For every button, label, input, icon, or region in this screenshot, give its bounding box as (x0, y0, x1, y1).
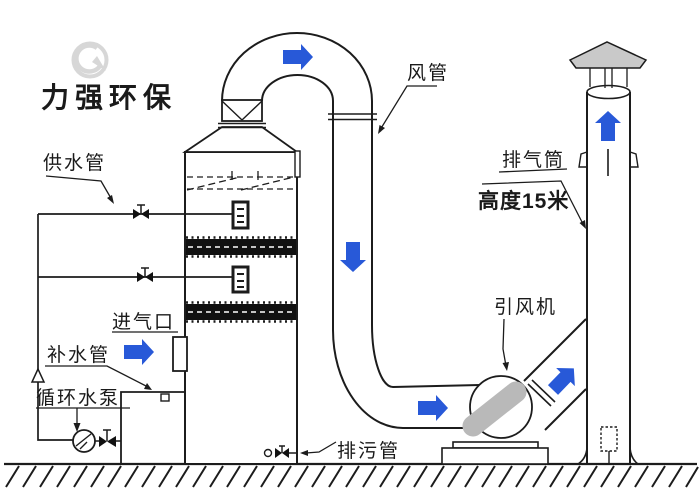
flow-arrow-air-inlet-icon (124, 339, 154, 365)
labels: 供水管 进气口 补水管 循环水泵 排污管 风管 引风机 排气筒 高度15米 (36, 62, 569, 462)
demister-section (186, 171, 295, 191)
leader-air-duct (379, 85, 437, 131)
ground (4, 462, 699, 488)
leader-stack-height (481, 180, 584, 225)
label-circulation-pump: 循环水泵 (36, 387, 120, 409)
label-air-duct: 风管 (407, 62, 449, 84)
label-makeup-pipe: 补水管 (47, 344, 110, 366)
flow-arrows (124, 44, 621, 421)
watermark: 力强环保 (41, 41, 177, 113)
riser-check-fitting (30, 367, 46, 383)
label-air-inlet: 进气口 (112, 311, 175, 333)
flow-arrow-downcomer-icon (340, 242, 366, 272)
drain-valve (263, 445, 297, 458)
flow-arrow-fan-inlet-icon (418, 395, 448, 421)
scrubber-tower (120, 99, 301, 465)
air-inlet-port (172, 336, 188, 372)
label-induced-draft-fan: 引风机 (494, 296, 557, 318)
stack-base-flares (577, 447, 639, 465)
fan-inlet-duct (392, 384, 481, 429)
air-duct-system (221, 32, 481, 429)
valve-supply-upper (133, 204, 149, 219)
label-drain-pipe: 排污管 (337, 440, 400, 462)
exhaust-stack (568, 41, 648, 465)
fan-outlet-flange (527, 379, 556, 407)
duct-outer-bend (221, 32, 373, 102)
stack-top-opening (586, 84, 631, 100)
water-tank (120, 391, 185, 464)
ground-hatching (5, 465, 699, 488)
fan-rotor (462, 381, 527, 437)
spray-nozzle-upper (231, 200, 250, 230)
valve-supply-lower (137, 267, 153, 282)
tower-top-cone (182, 126, 300, 153)
leader-supply-pipe (45, 175, 113, 201)
leader-makeup-pipe (45, 365, 149, 388)
leader-circulation-pump (36, 407, 130, 426)
circulation-pump (72, 429, 96, 453)
stack-access-door (600, 426, 618, 452)
spray-nozzle-lower (231, 265, 250, 294)
label-exhaust-stack: 排气筒 (502, 149, 565, 171)
riser-pipe (37, 214, 73, 441)
valve-pump-outlet (95, 429, 121, 447)
underline-exhaust-stack (498, 168, 568, 173)
downcomer-duct (332, 101, 373, 330)
leader-drain-pipe (305, 441, 337, 454)
label-supply-pipe: 供水管 (43, 152, 106, 174)
stack-walls (586, 92, 631, 464)
rain-cap-icon (568, 41, 648, 69)
fan-pedestal (441, 447, 549, 465)
leader-fan (502, 318, 507, 367)
lifting-lugs (578, 151, 639, 168)
callout-leaders (36, 85, 586, 456)
packing-layer-1 (186, 236, 296, 258)
duct-inner-bend (261, 74, 334, 102)
label-stack-height: 高度15米 (478, 189, 569, 213)
flow-arrow-stack-icon (595, 111, 621, 141)
induced-draft-fan (441, 318, 587, 465)
tower-side-tab (294, 150, 301, 178)
flow-arrow-duct-top-icon (283, 44, 313, 70)
duct-flange (328, 113, 377, 121)
flow-arrow-fan-outlet-icon (547, 368, 575, 395)
packing-layer-2 (186, 301, 296, 323)
cap-struts (589, 68, 628, 88)
fan-outlet-duct (523, 318, 587, 431)
fan-base-plate (452, 441, 539, 449)
tower-outlet-box (221, 99, 263, 122)
outlet-flange (218, 122, 266, 129)
water-circuit (30, 200, 250, 453)
elbow-outer (332, 329, 404, 429)
elbow-inner (371, 324, 394, 388)
tank-fitting (160, 393, 170, 402)
watermark-text: 力强环保 (41, 82, 177, 113)
